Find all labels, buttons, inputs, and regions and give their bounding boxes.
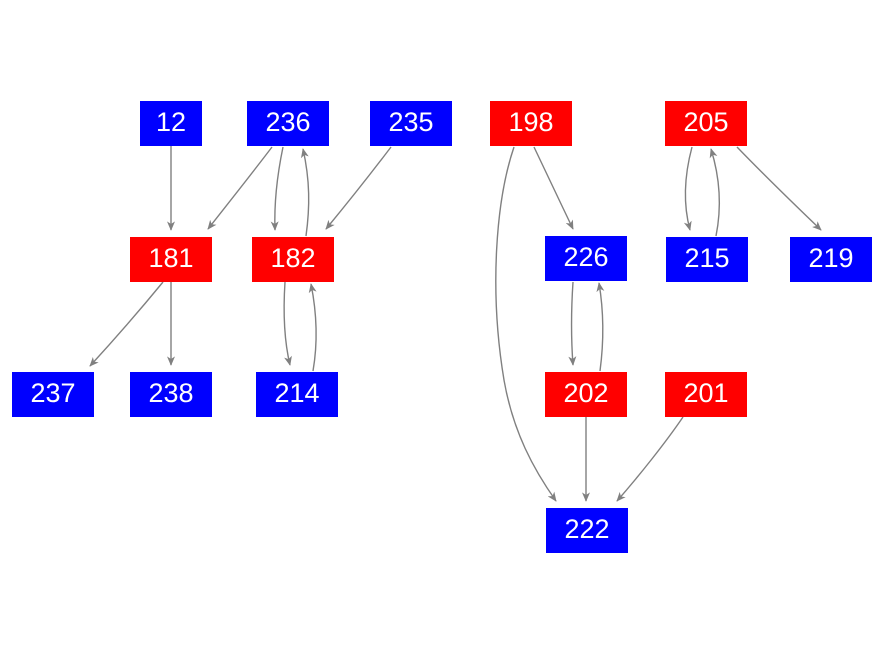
graph-node-236[interactable]: 236 [247, 101, 329, 146]
graph-node-235[interactable]: 235 [370, 101, 452, 146]
edge-205-to-215 [683, 146, 693, 231]
edge-182-to-236 [300, 148, 310, 237]
graph-node-label: 182 [270, 243, 316, 273]
graph-node-label: 202 [563, 378, 609, 408]
graph-node-12[interactable]: 12 [140, 101, 202, 146]
edge-214-to-182 [308, 283, 317, 372]
graph-node-label: 238 [148, 378, 194, 408]
graph-node-182[interactable]: 182 [252, 237, 334, 282]
edge-181-to-237 [89, 281, 164, 367]
graph-node-label: 222 [564, 514, 610, 544]
edge-236-to-181 [207, 146, 273, 230]
edge-236-to-182 [270, 146, 284, 231]
graph-node-181[interactable]: 181 [130, 237, 212, 282]
edge-202-to-226 [596, 282, 605, 372]
graph-node-205[interactable]: 205 [665, 101, 747, 146]
graph-node-222[interactable]: 222 [546, 508, 628, 553]
graph-node-label: 198 [508, 107, 554, 137]
edge-201-to-222 [616, 416, 684, 502]
graph-node-label: 12 [155, 107, 187, 137]
edge-182-to-214 [283, 281, 292, 366]
graph-node-202[interactable]: 202 [545, 372, 627, 417]
graph-node-label: 205 [683, 107, 729, 137]
graph-node-label: 219 [808, 243, 854, 273]
graph-node-201[interactable]: 201 [665, 372, 747, 417]
edge-226-to-202 [568, 281, 577, 366]
graph-node-215[interactable]: 215 [666, 237, 748, 282]
graph-node-label: 215 [684, 243, 730, 273]
graph-node-219[interactable]: 219 [790, 237, 872, 282]
graph-node-198[interactable]: 198 [490, 101, 572, 146]
edge-group [89, 145, 822, 502]
edge-235-to-182 [325, 146, 392, 230]
graph-node-label: 236 [265, 107, 311, 137]
graph-node-label: 226 [563, 242, 609, 272]
graph-node-226[interactable]: 226 [545, 236, 627, 281]
graph-node-label: 214 [274, 378, 320, 408]
graph-node-label: 237 [30, 378, 76, 408]
edge-215-to-205 [709, 148, 721, 237]
graph-node-label: 235 [388, 107, 434, 137]
graph-node-label: 201 [683, 378, 729, 408]
graph-node-214[interactable]: 214 [256, 372, 338, 417]
edge-198-to-226 [533, 146, 574, 230]
graph-node-238[interactable]: 238 [130, 372, 212, 417]
graph-node-label: 181 [148, 243, 194, 273]
edge-198-to-222 [495, 146, 557, 502]
graph-node-237[interactable]: 237 [12, 372, 94, 417]
edge-205-to-219 [736, 146, 822, 231]
